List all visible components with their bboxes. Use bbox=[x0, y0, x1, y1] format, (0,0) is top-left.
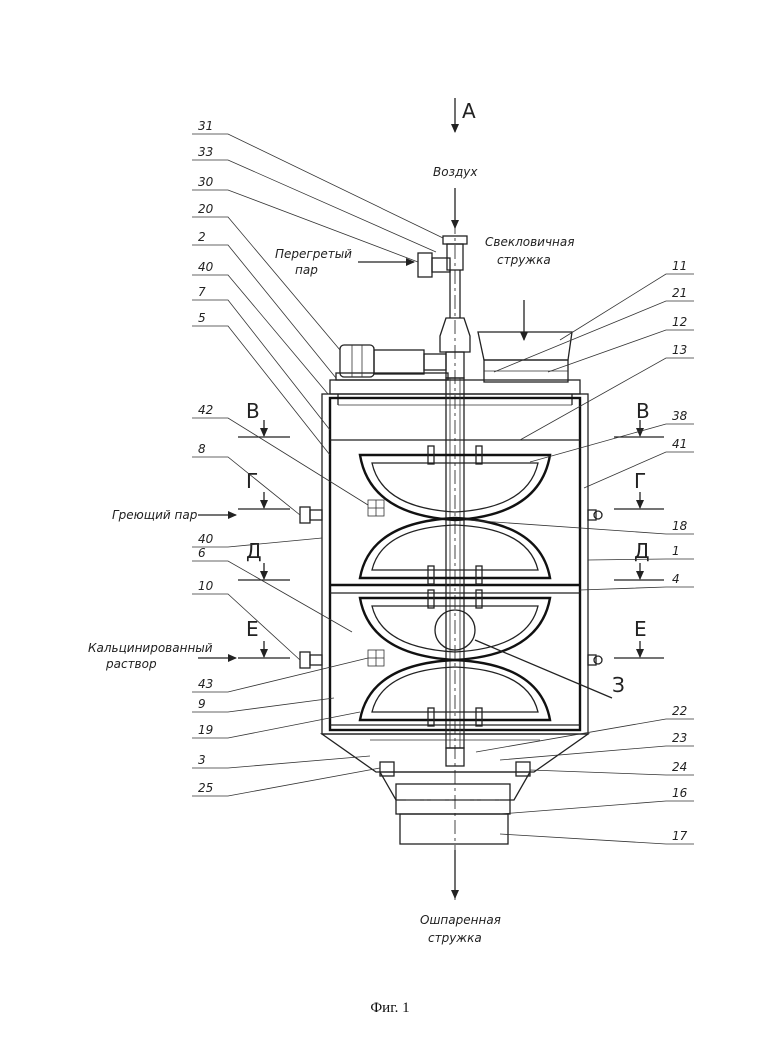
chips-hopper bbox=[478, 332, 572, 382]
section-e-right: Е bbox=[634, 617, 647, 641]
calcined-solution-label-1: Кальцинированный bbox=[88, 641, 213, 655]
reference-number: 6 bbox=[198, 546, 206, 560]
view-a-letter: А bbox=[462, 99, 476, 123]
scalded-chips-label-1: Ошпаренная bbox=[420, 913, 501, 927]
reference-number: 30 bbox=[198, 175, 214, 189]
reference-number: 24 bbox=[672, 760, 687, 774]
reference-number: 12 bbox=[672, 315, 687, 329]
calcined-solution-label-2: раствор bbox=[105, 657, 157, 671]
reference-number: 3 bbox=[198, 753, 206, 767]
leader-line bbox=[192, 418, 368, 505]
mesh-42 bbox=[368, 500, 384, 516]
heating-steam-label: Греющий пар bbox=[112, 508, 198, 522]
left-reference-numbers: 31333020240754284061043919325 bbox=[192, 119, 443, 796]
leader-line bbox=[500, 801, 694, 814]
mesh-43 bbox=[368, 650, 384, 666]
reference-number: 2 bbox=[198, 230, 206, 244]
leader-z bbox=[475, 640, 612, 698]
reference-number: 40 bbox=[198, 532, 214, 546]
leader-line bbox=[192, 160, 436, 252]
heating-steam-nozzle-left bbox=[300, 507, 322, 523]
nozzle-right-lower bbox=[588, 655, 602, 665]
leader-line bbox=[192, 756, 370, 768]
reference-number: 20 bbox=[198, 202, 214, 216]
reference-number: 25 bbox=[198, 781, 213, 795]
section-v-right: В bbox=[636, 399, 650, 423]
reference-number: 5 bbox=[198, 311, 206, 325]
leader-line bbox=[192, 561, 352, 632]
leader-line bbox=[192, 768, 380, 796]
reference-number: 13 bbox=[672, 343, 687, 357]
reference-number: 19 bbox=[198, 723, 213, 737]
reference-number: 22 bbox=[672, 704, 687, 718]
reference-number: 42 bbox=[198, 403, 213, 417]
section-markers: В В Г Г Д Д Е Е bbox=[238, 399, 664, 658]
superheated-steam-label-2: пар bbox=[295, 263, 318, 277]
leader-line bbox=[192, 698, 334, 712]
section-d-left: Д bbox=[246, 539, 262, 563]
leader-line bbox=[530, 770, 694, 775]
section-g-right: Г bbox=[634, 469, 646, 493]
leader-line bbox=[192, 217, 340, 350]
reference-number: 40 bbox=[198, 260, 214, 274]
reference-number: 16 bbox=[672, 786, 688, 800]
superheated-steam-label-1: Перегретый bbox=[275, 247, 352, 261]
outlet-box bbox=[396, 784, 510, 844]
leader-line bbox=[192, 134, 443, 238]
reference-number: 41 bbox=[672, 437, 687, 451]
scalded-chips-label-2: стружка bbox=[428, 931, 482, 945]
section-z: З bbox=[612, 673, 625, 697]
reference-number: 17 bbox=[672, 829, 688, 843]
solution-nozzle-left bbox=[300, 652, 322, 668]
air-label: Воздух bbox=[433, 165, 478, 179]
leader-line bbox=[530, 424, 694, 462]
beet-chips-label-2: стружка bbox=[497, 253, 551, 267]
reference-number: 8 bbox=[198, 442, 206, 456]
reference-number: 38 bbox=[672, 409, 688, 423]
reference-number: 11 bbox=[672, 259, 687, 273]
leader-line bbox=[192, 275, 328, 394]
reference-number: 7 bbox=[198, 285, 206, 299]
figure-caption: Фиг. 1 bbox=[0, 1000, 780, 1017]
reference-number: 33 bbox=[198, 145, 213, 159]
leader-line bbox=[500, 746, 694, 760]
section-v-left: В bbox=[246, 399, 260, 423]
leader-line bbox=[580, 587, 694, 590]
leader-line bbox=[500, 834, 694, 844]
reference-number: 18 bbox=[672, 519, 688, 533]
reference-number: 43 bbox=[198, 677, 213, 691]
reference-number: 1 bbox=[672, 544, 680, 558]
motor-drive bbox=[336, 345, 448, 380]
reference-number: 4 bbox=[672, 572, 680, 586]
reference-number: 23 bbox=[672, 731, 687, 745]
reference-number: 9 bbox=[198, 697, 206, 711]
reference-number: 31 bbox=[198, 119, 213, 133]
nozzle-right-upper bbox=[588, 510, 602, 520]
leader-line bbox=[192, 658, 368, 692]
reference-number: 21 bbox=[672, 286, 687, 300]
reference-number: 10 bbox=[198, 579, 214, 593]
beet-chips-label-1: Свекловичная bbox=[485, 235, 574, 249]
